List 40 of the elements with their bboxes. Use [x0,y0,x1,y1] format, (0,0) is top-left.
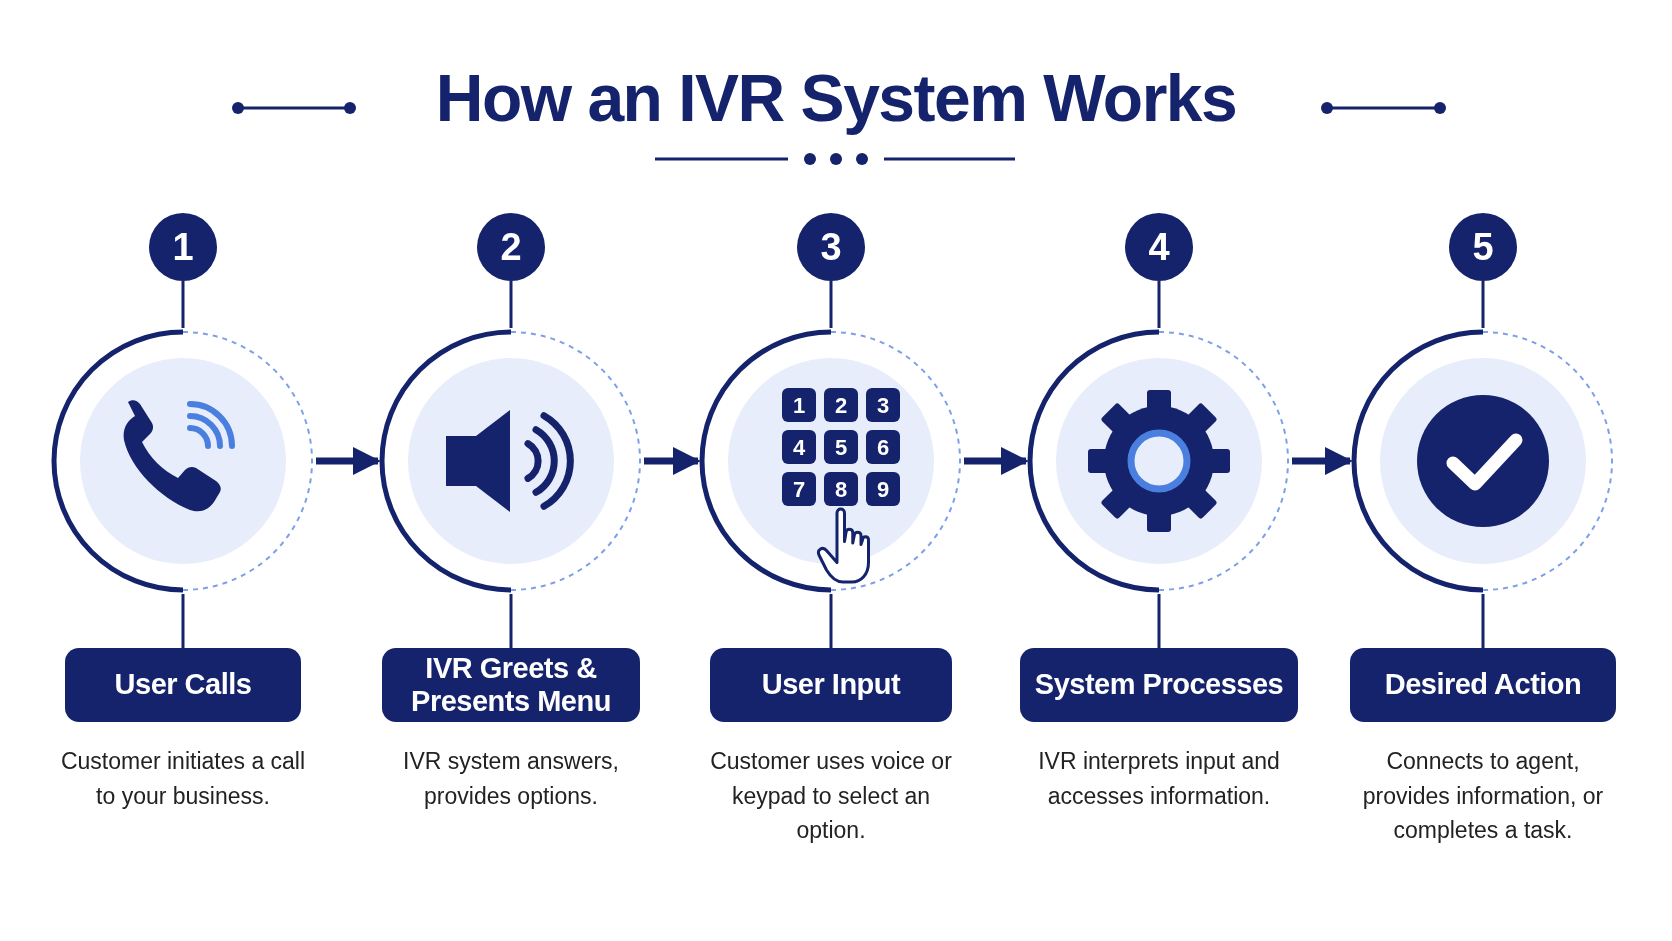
connector-line [509,281,513,328]
connector-line [181,594,185,648]
keypad-key: 6 [866,430,900,464]
step-description: IVR system answers, provides options. [402,747,620,811]
connector-line [1157,594,1161,648]
keypad-key: 9 [866,472,900,506]
step-title-label: IVR Greets & Presents Menu [382,648,640,722]
connector-line [509,594,513,648]
keypad-key: 5 [824,430,858,464]
step-title-label: Desired Action [1350,648,1616,722]
step-number-badge: 2 [477,213,545,281]
step-description: Connects to agent, provides information, or completes a task. [1361,747,1605,845]
step-description: Customer uses voice or keypad to select an option. [709,747,953,845]
keypad-key: 1 [782,388,816,422]
step-description: Customer initiates a call to your business. [59,747,307,811]
keypad-key: 8 [824,472,858,506]
step-number-badge: 1 [149,213,217,281]
title: How an IVR System Works [435,60,1237,136]
keypad-key: 7 [782,472,816,506]
step-circle [378,328,644,594]
connector-line [829,281,833,328]
connector-line [1157,281,1161,328]
connector-line [1481,281,1485,328]
step-description: IVR interprets input and accesses information. [1037,747,1281,811]
connector-line [1481,594,1485,648]
step-number-badge: 3 [797,213,865,281]
step-circle [1350,328,1616,594]
step-circle [1026,328,1292,594]
step-number-badge: 4 [1125,213,1193,281]
keypad-key: 3 [866,388,900,422]
step-title-label: User Input [710,648,952,722]
step-circle [698,328,964,594]
step-title-label: User Calls [65,648,301,722]
keypad-key: 4 [782,430,816,464]
connector-line [181,281,185,328]
connector-line [829,594,833,648]
step-number-badge: 5 [1449,213,1517,281]
keypad-key: 2 [824,388,858,422]
step-title-label: System Processes [1020,648,1298,722]
step-circle [50,328,316,594]
